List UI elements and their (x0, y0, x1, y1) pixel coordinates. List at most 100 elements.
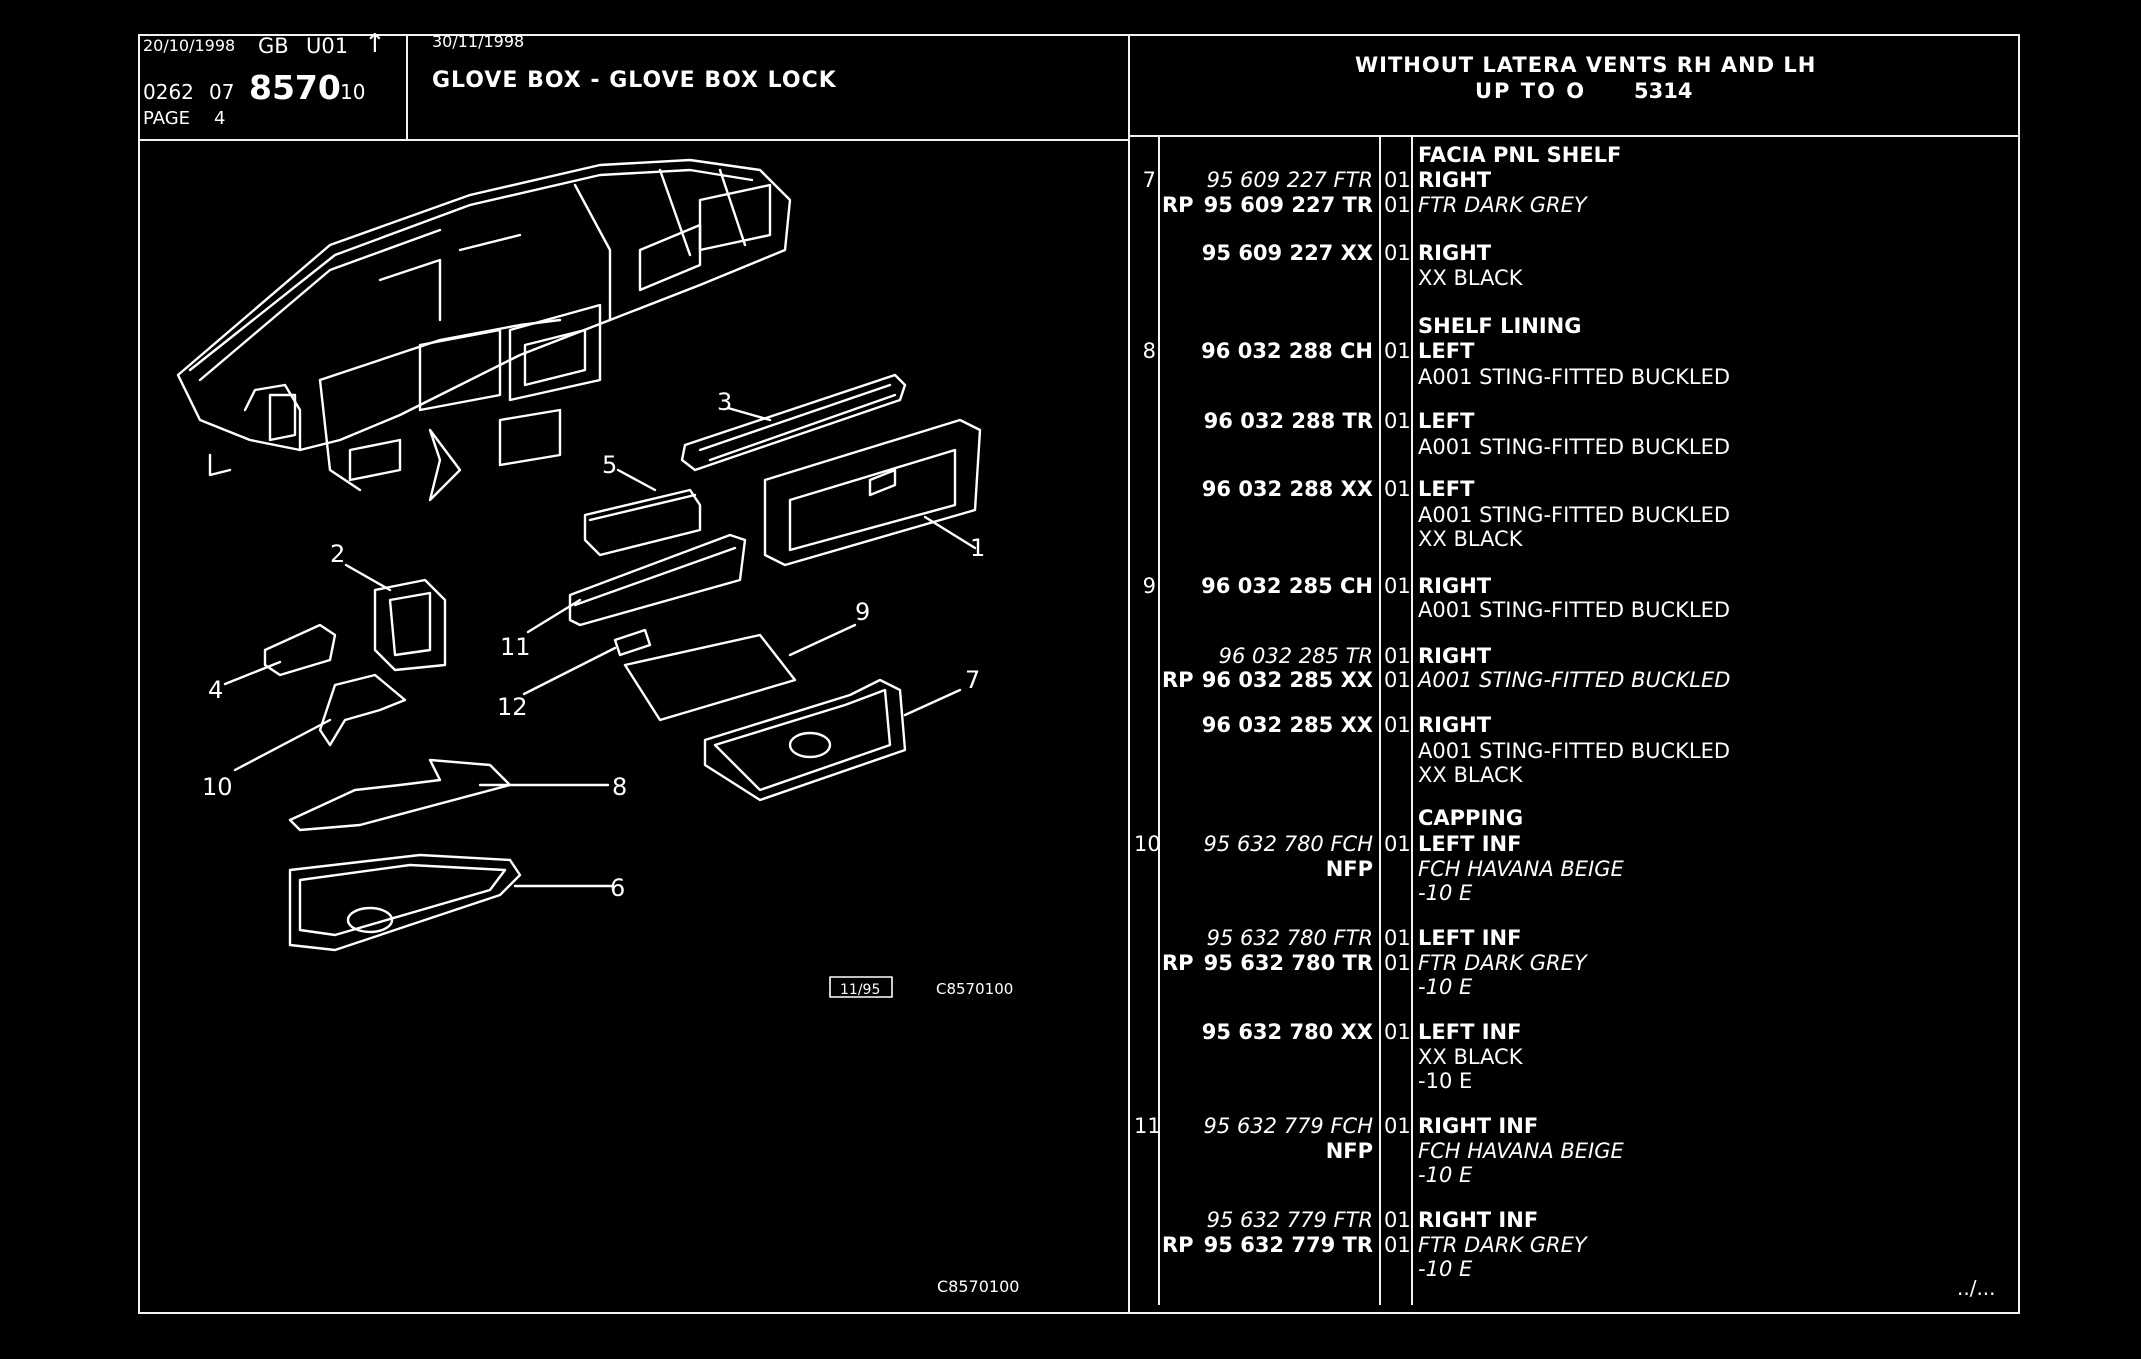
section-heading: FACIA PNL SHELF (1418, 143, 1622, 167)
header-date-mid: 30/11/1998 (432, 32, 525, 51)
part-description: A001 STING-FITTED BUCKLED (1418, 739, 1731, 763)
part-description: FTR DARK GREY (1418, 1233, 1587, 1257)
part-number: 95 632 779 FCH (1203, 1114, 1373, 1138)
item-number: 8 (1142, 339, 1156, 363)
part-number: 95 632 779 FTR (1206, 1208, 1373, 1232)
page-title: GLOVE BOX - GLOVE BOX LOCK (432, 68, 837, 93)
callout-5: 5 (602, 451, 617, 479)
part-description: A001 STING-FITTED BUCKLED (1418, 435, 1731, 459)
part-description: -10 E (1418, 1257, 1473, 1281)
part-number: 96 032 288 TR (1203, 409, 1373, 433)
part-number: 96 032 288 CH (1201, 339, 1373, 363)
dashboard-illustration (176, 158, 792, 502)
part-description: RIGHT INF (1418, 1208, 1539, 1232)
stamp-box (829, 976, 893, 998)
part-6-outline (288, 853, 522, 952)
part-description: FCH HAVANA BEIGE (1418, 1139, 1624, 1163)
quantity: 01 (1384, 409, 1411, 433)
callout-3: 3 (717, 388, 732, 416)
quantity: 01 (1384, 1114, 1411, 1138)
quantity: 01 (1384, 1208, 1411, 1232)
footer-code: C8570100 (937, 1277, 1019, 1296)
part-description: LEFT INF (1418, 832, 1522, 856)
leader-line-4 (223, 660, 282, 686)
item-number: 9 (1142, 574, 1156, 598)
part-description: LEFT (1418, 477, 1475, 501)
up-arrow-icon: ↑ (364, 29, 386, 59)
part-description: LEFT (1418, 409, 1475, 433)
quantity: 01 (1384, 193, 1411, 217)
quantity: 01 (1384, 339, 1411, 363)
stamp-date: 11/95 (840, 982, 880, 998)
parts-col-line-2 (1379, 137, 1381, 1305)
part-number: 96 032 288 XX (1201, 477, 1373, 501)
part-number: 95 609 227 XX (1201, 241, 1373, 265)
quantity: 01 (1384, 644, 1411, 668)
part-12-outline (613, 628, 652, 657)
part-description: XX BLACK (1418, 266, 1523, 290)
part-number: 95 609 227 TR (1203, 193, 1373, 217)
item-number: 7 (1142, 168, 1156, 192)
part-description: XX BLACK (1418, 1045, 1523, 1069)
quantity: 01 (1384, 832, 1411, 856)
part-4-outline (263, 623, 337, 677)
part-5-outline (583, 488, 702, 557)
part-description: XX BLACK (1418, 763, 1523, 787)
callout-6: 6 (610, 874, 625, 902)
part-description: RIGHT INF (1418, 1114, 1539, 1138)
part-9-outline (623, 633, 797, 722)
part-number: 96 032 285 XX (1201, 668, 1373, 692)
part-description: -10 E (1418, 881, 1473, 905)
parts-panel (1128, 135, 2020, 1314)
header-page-label: PAGE (143, 108, 191, 129)
quantity: 01 (1384, 668, 1411, 692)
part-number: NFP (1325, 857, 1373, 881)
part-description: LEFT INF (1418, 926, 1522, 950)
part-description: RIGHT (1418, 241, 1492, 265)
condition-line-2a: UP TO O (1475, 79, 1587, 103)
part-number: NFP (1325, 1139, 1373, 1163)
quantity: 01 (1384, 168, 1411, 192)
condition-line-2b: 5314 (1634, 79, 1693, 103)
part-description: LEFT INF (1418, 1020, 1522, 1044)
leader-line-11 (526, 598, 582, 634)
part-description: -10 E (1418, 1163, 1473, 1187)
callout-2: 2 (330, 540, 345, 568)
header-group-code: 8570 (249, 68, 341, 107)
quantity: 01 (1384, 1233, 1411, 1257)
leader-line-7 (903, 688, 962, 717)
parts-col-line-1 (1158, 137, 1160, 1305)
part-description: RIGHT (1418, 574, 1492, 598)
part-number: 95 632 780 FTR (1206, 926, 1373, 950)
condition-line-1: WITHOUT LATERA VENTS RH AND LH (1355, 53, 1817, 77)
part-description: -10 E (1418, 975, 1473, 999)
quantity: 01 (1384, 951, 1411, 975)
part-description: XX BLACK (1418, 527, 1523, 551)
header-page-num: 4 (214, 108, 226, 129)
callout-1: 1 (970, 534, 985, 562)
part-number: 95 632 779 TR (1203, 1233, 1373, 1257)
part-description: RIGHT (1418, 644, 1492, 668)
part-2-outline (373, 578, 447, 672)
part-description: A001 STING-FITTED BUCKLED (1418, 598, 1731, 622)
part-description: RIGHT (1418, 168, 1492, 192)
header-unit: U01 (306, 34, 349, 58)
part-number: 96 032 285 XX (1201, 713, 1373, 737)
callout-7: 7 (965, 666, 980, 694)
leader-line-12 (522, 646, 617, 696)
part-description: FTR DARK GREY (1418, 193, 1587, 217)
quantity: 01 (1384, 477, 1411, 501)
item-number: 10 (1134, 832, 1161, 856)
parts-col-line-3 (1411, 137, 1413, 1305)
rp-prefix: RP (1162, 668, 1194, 692)
leader-line-3 (726, 406, 772, 422)
part-description: -10 E (1418, 1069, 1473, 1093)
part-number: 95 609 227 FTR (1206, 168, 1373, 192)
part-7-outline (703, 678, 907, 802)
quantity: 01 (1384, 926, 1411, 950)
leader-line-2 (344, 563, 392, 592)
quantity: 01 (1384, 713, 1411, 737)
part-1-outline (763, 418, 982, 567)
part-11-outline (568, 533, 747, 627)
callout-9: 9 (855, 598, 870, 626)
